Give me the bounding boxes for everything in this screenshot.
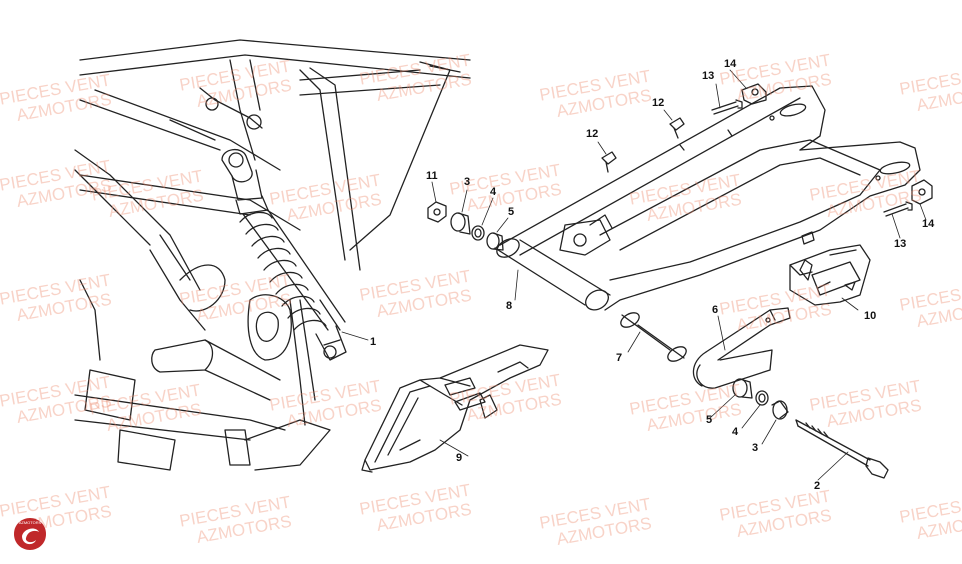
pivot-hardware-top <box>427 201 504 251</box>
logo-text: AZMOTORS <box>19 520 42 525</box>
shock-absorber <box>221 149 347 361</box>
callout-7-pivot-sleeve: 7 <box>616 352 623 364</box>
callout-1-shock-absorber: 1 <box>370 336 377 348</box>
callout-11-nut: 11 <box>426 170 438 182</box>
leader-lines <box>341 69 927 481</box>
callout-10-chain-guard: 10 <box>864 310 877 322</box>
chain-slider <box>692 307 791 389</box>
azmotors-logo: AZMOTORS <box>14 518 46 550</box>
callout-4-washer-top: 4 <box>490 186 497 198</box>
chain-cover <box>361 344 549 473</box>
callout-12-bolt-left: 12 <box>586 128 599 140</box>
callout-3-spacer-bottom: 3 <box>752 442 759 454</box>
callout-14-adjuster-top: 14 <box>724 58 737 70</box>
bolts-12 <box>601 117 685 173</box>
callout-12-bolt-right: 12 <box>652 97 665 109</box>
callout-5-bearing-bottom: 5 <box>706 414 713 426</box>
callout-6-chain-slider: 6 <box>712 304 719 316</box>
callout-8-swingarm: 8 <box>506 300 513 312</box>
pivot-sleeve <box>620 312 687 362</box>
pivot-hardware-bottom <box>732 378 889 479</box>
callout-13-adjuster-bolt-top: 13 <box>702 70 715 82</box>
swingarm <box>494 85 921 311</box>
callout-9-chain-cover: 9 <box>456 452 463 464</box>
callout-4-washer-bottom: 4 <box>732 426 739 438</box>
callout-14-adjuster-right: 14 <box>922 218 935 230</box>
callout-3-spacer-top: 3 <box>464 176 471 188</box>
callout-2-pivot-bolt: 2 <box>814 480 821 492</box>
callout-5-bearing-top: 5 <box>508 206 515 218</box>
chain-guard <box>789 244 871 306</box>
frame <box>74 39 471 471</box>
chain-adjusters <box>711 83 933 217</box>
callout-13-adjuster-bolt-right: 13 <box>894 238 907 250</box>
